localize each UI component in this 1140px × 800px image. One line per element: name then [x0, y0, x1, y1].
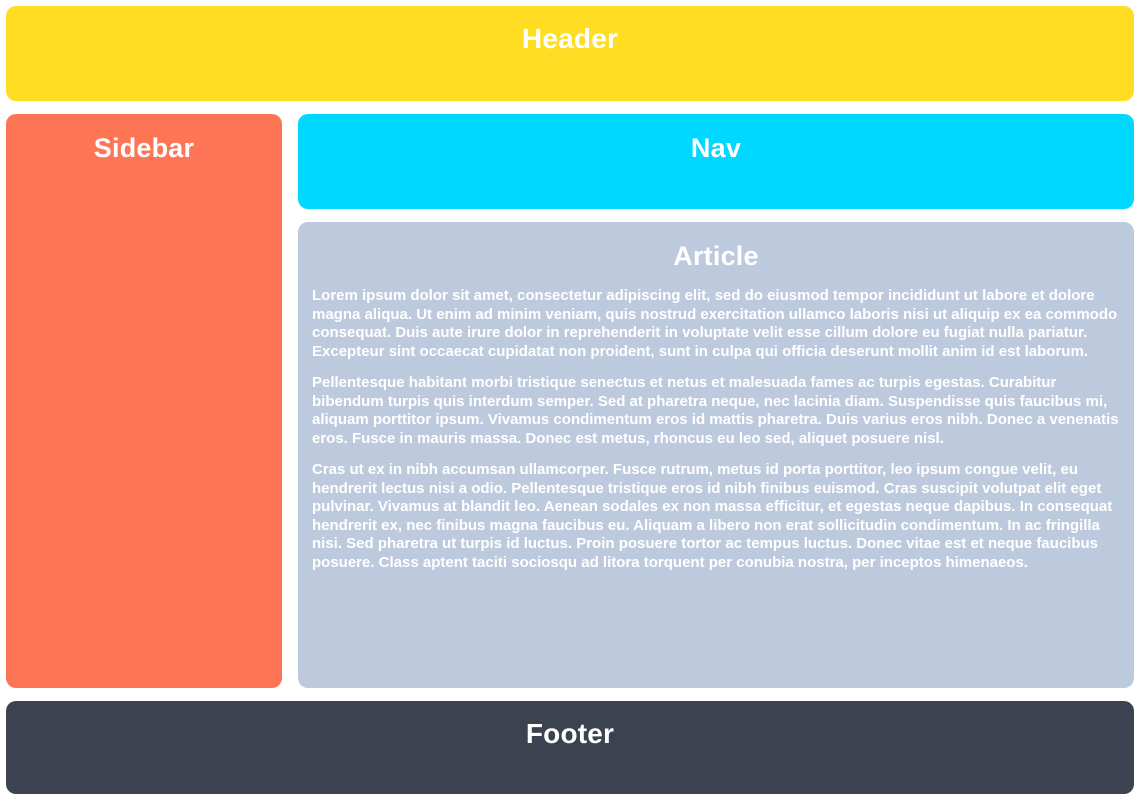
- header-region: Header: [6, 6, 1134, 101]
- article-body: Lorem ipsum dolor sit amet, consectetur …: [312, 287, 1120, 572]
- footer-region: Footer: [6, 701, 1134, 794]
- article-paragraph: Cras ut ex in nibh accumsan ullamcorper.…: [312, 461, 1113, 571]
- sidebar-title: Sidebar: [93, 133, 195, 163]
- article-title: Article: [673, 241, 759, 271]
- nav-title: Nav: [690, 133, 742, 163]
- footer-title: Footer: [525, 718, 615, 749]
- article-paragraph: Lorem ipsum dolor sit amet, consectetur …: [312, 287, 1118, 360]
- header-title: Header: [521, 23, 619, 54]
- sidebar-region: Sidebar: [6, 114, 282, 688]
- nav-region: Nav: [298, 114, 1134, 209]
- article-paragraph: Pellentesque habitant morbi tristique se…: [312, 374, 1119, 447]
- article-region: Article Lorem ipsum dolor sit amet, cons…: [298, 222, 1134, 688]
